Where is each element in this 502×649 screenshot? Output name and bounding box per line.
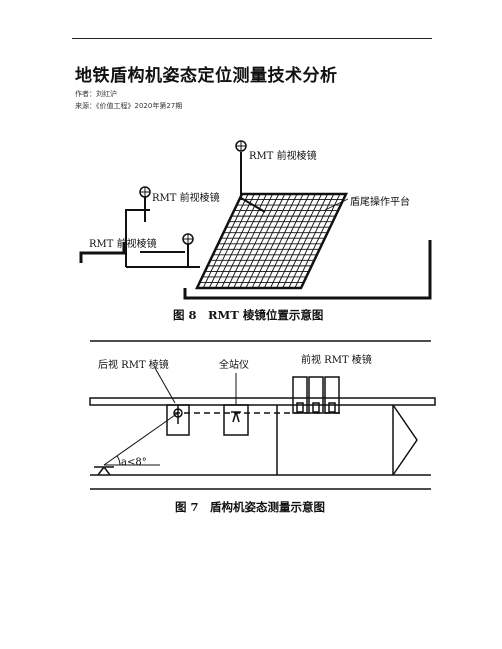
header-rule bbox=[72, 38, 432, 39]
grid-line bbox=[233, 193, 280, 289]
grid-line bbox=[227, 193, 273, 289]
rear-pointer bbox=[154, 367, 176, 404]
label-total-station: 全站仪 bbox=[219, 358, 249, 371]
tunnel-outline bbox=[79, 240, 432, 300]
figure-8-caption: 图 8 RMT 棱镜位置示意图 bbox=[173, 308, 323, 322]
prism-middle-symbol bbox=[139, 186, 151, 198]
grid-line bbox=[251, 193, 298, 289]
label-prism-left: RMT 前视棱镜 bbox=[89, 237, 157, 250]
platform-grid bbox=[195, 192, 348, 290]
grid-line bbox=[214, 193, 261, 289]
grid-line bbox=[294, 193, 341, 289]
grid-line bbox=[239, 193, 286, 289]
figure-7-caption: 图 7 盾构机姿态测量示意图 bbox=[175, 500, 325, 514]
grid-line bbox=[282, 193, 329, 289]
page-title: 地铁盾构机姿态定位测量技术分析 bbox=[75, 66, 338, 86]
front-prism-group bbox=[292, 376, 340, 414]
ground-tripod bbox=[94, 466, 114, 476]
grid-line bbox=[276, 193, 322, 289]
label-prism-middle: RMT 前视棱镜 bbox=[152, 191, 220, 204]
label-front-prism: 前视 RMT 棱镜 bbox=[301, 353, 372, 366]
rail-top bbox=[89, 397, 436, 406]
prism-left-symbol bbox=[182, 233, 194, 245]
source-line: 来源：《价值工程》2020年第27期 bbox=[75, 102, 183, 110]
angle-arc bbox=[116, 455, 121, 466]
platform-outline bbox=[195, 192, 348, 290]
author-line: 作者：刘红沪 bbox=[75, 90, 117, 98]
platform-leader bbox=[324, 198, 349, 211]
angle-ray bbox=[103, 412, 179, 466]
total-station-bracket bbox=[223, 404, 249, 436]
label-rear-prism: 后视 RMT 棱镜 bbox=[98, 358, 169, 371]
grid-line bbox=[288, 193, 335, 289]
shield-cutterhead bbox=[392, 404, 418, 476]
grid-line bbox=[270, 193, 316, 289]
grid-line bbox=[221, 193, 267, 289]
label-platform: 盾尾操作平台 bbox=[350, 195, 410, 208]
grid-line bbox=[208, 193, 255, 289]
label-prism-top: RMT 前视棱镜 bbox=[249, 149, 317, 162]
rear-prism-bracket bbox=[166, 404, 190, 436]
grid-line bbox=[202, 193, 249, 289]
grid-line bbox=[257, 193, 304, 289]
label-angle: a<8° bbox=[121, 457, 147, 468]
prism-top-symbol bbox=[235, 140, 247, 152]
grid-line bbox=[263, 193, 310, 289]
grid-line bbox=[245, 193, 292, 289]
figure-8 bbox=[79, 140, 432, 300]
figure-7 bbox=[89, 340, 436, 490]
